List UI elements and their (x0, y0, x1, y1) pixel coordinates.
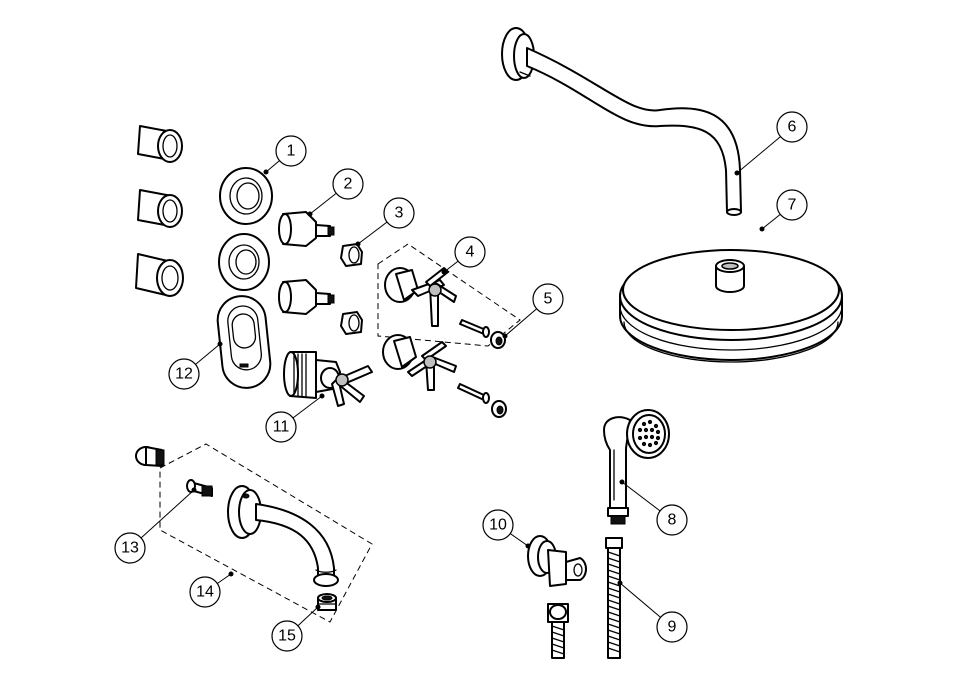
callout-label: 6 (788, 119, 797, 136)
nozzle-pattern (637, 419, 661, 448)
sleeve-middle (137, 189, 183, 228)
fitting-nipple (135, 446, 165, 467)
callout-label: 12 (175, 366, 193, 383)
callout-label: 5 (544, 291, 553, 308)
callout-12: 12 (168, 358, 200, 390)
sleeve-bottom (135, 253, 184, 297)
callout-5: 5 (532, 283, 564, 315)
callout-label: 2 (344, 176, 353, 193)
group-outline-4 (377, 243, 521, 347)
screw-lower (457, 383, 490, 404)
cap-part-5 (490, 331, 506, 349)
cross-handle-upper (384, 267, 457, 327)
flange-lower (218, 233, 270, 291)
wall-outlet-part-10 (527, 535, 587, 659)
callout-1: 1 (275, 135, 307, 167)
shower-arm-part-6 (501, 27, 742, 216)
hose-part-9 (605, 537, 623, 659)
nut-part-3 (340, 243, 363, 267)
callout-label: 3 (395, 205, 404, 222)
callout-3: 3 (383, 197, 415, 229)
hand-shower-part-8 (603, 409, 670, 525)
cartridge-part-2 (278, 211, 335, 247)
callout-label: 15 (278, 628, 296, 645)
callout-14: 14 (189, 576, 221, 608)
screw-upper (459, 319, 490, 338)
cartridge-lower (278, 279, 335, 315)
callout-7: 7 (776, 189, 808, 221)
callout-label: 14 (196, 584, 214, 601)
callout-10: 10 (482, 509, 514, 541)
callout-9: 9 (656, 611, 688, 643)
callout-13: 13 (114, 532, 146, 564)
flange-part-1 (219, 167, 273, 225)
aerator-part-15 (317, 593, 337, 611)
sleeve-top (137, 125, 183, 163)
callout-15: 15 (271, 620, 303, 652)
cross-handle-lower (382, 334, 457, 391)
callout-6: 6 (776, 111, 808, 143)
callout-11: 11 (265, 411, 297, 443)
callout-4: 4 (454, 236, 486, 268)
callout-label: 8 (668, 512, 677, 529)
spout-part-14 (227, 485, 339, 587)
callout-2: 2 (332, 168, 364, 200)
callout-label: 13 (121, 540, 139, 557)
group-outline-14 (159, 443, 373, 623)
callout-label: 7 (788, 197, 797, 214)
callout-label: 9 (668, 619, 677, 636)
callout-label: 1 (287, 143, 296, 160)
callout-label: 11 (273, 419, 290, 436)
cap-lower (491, 400, 507, 418)
callout-8: 8 (656, 504, 688, 536)
nut-lower (340, 311, 363, 335)
shower-head-part-7 (619, 249, 843, 363)
oval-plate-part-12 (216, 295, 272, 389)
thermostatic-cartridge-part-11 (283, 351, 373, 407)
callout-label: 10 (489, 517, 507, 534)
callout-label: 4 (466, 244, 475, 261)
